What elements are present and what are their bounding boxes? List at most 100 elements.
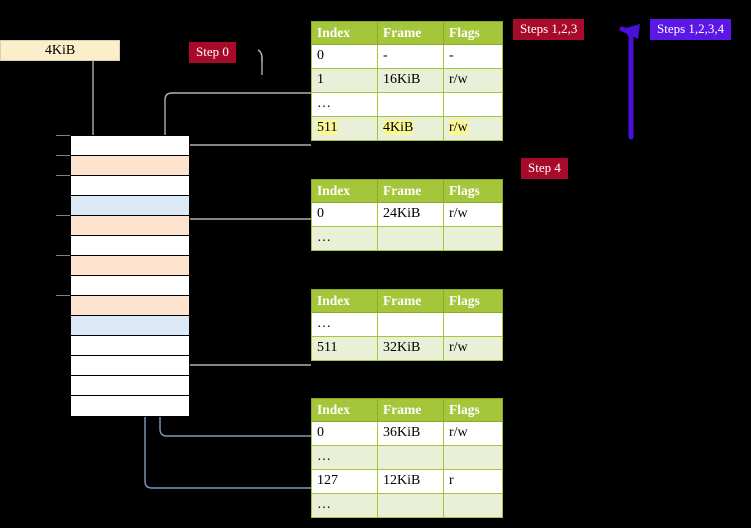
- table-cell-text: r/w: [449, 340, 468, 355]
- wire-l2-row511: [171, 308, 311, 366]
- badge-step-0-label: Step 0: [196, 44, 229, 59]
- memory-row: [71, 176, 189, 196]
- table-header-flags: Flags: [443, 289, 503, 313]
- table-cell-text: 4KiB: [383, 120, 414, 135]
- table-cell: 36KiB: [377, 421, 444, 446]
- memory-row: [71, 136, 189, 156]
- table-header-frame: Frame: [377, 21, 444, 45]
- table-cell: 0: [311, 44, 378, 69]
- table-cell-text: 16KiB: [383, 72, 421, 87]
- badge-step-0[interactable]: Step 0: [189, 42, 236, 63]
- table-cell: 511: [311, 116, 378, 141]
- table-cell: r/w: [443, 336, 503, 361]
- table-cell: r: [443, 469, 503, 494]
- memory-row: [71, 256, 189, 276]
- badge-step-4[interactable]: Step 4: [521, 158, 568, 179]
- table-cell: r/w: [443, 421, 503, 446]
- table-cell: r/w: [443, 68, 503, 93]
- table-cell: …: [311, 445, 378, 470]
- table-cell: 1: [311, 68, 378, 93]
- table-cell: 511: [311, 336, 378, 361]
- table-cell: 127: [311, 469, 378, 494]
- badge-steps-1234-label: Steps 1,2,3,4: [657, 21, 725, 36]
- table-cell: 0: [311, 421, 378, 446]
- table-row: …: [311, 92, 503, 117]
- table-cell: …: [311, 493, 378, 518]
- wire-4kib-to-memory: [257, 49, 263, 75]
- table-cell-text: 0: [317, 48, 324, 63]
- memory-row: [71, 336, 189, 356]
- table-cell: …: [311, 226, 378, 251]
- table-header-index: Index: [311, 398, 378, 422]
- table-cell-text: …: [317, 497, 331, 512]
- size-label-text: 4KiB: [44, 43, 76, 58]
- memory-tick: [56, 175, 70, 176]
- table-cell-text: …: [317, 316, 331, 331]
- memory-row: [71, 396, 189, 416]
- table-cell-text: …: [317, 449, 331, 464]
- table-cell-text: 24KiB: [383, 206, 421, 221]
- table-row: 127 12KiB r: [311, 469, 503, 494]
- memory-tick: [56, 215, 70, 216]
- table-cell: [443, 493, 503, 518]
- table-cell-text: r/w: [449, 72, 468, 87]
- table-cell: r/w: [443, 116, 503, 141]
- table-header-index: Index: [311, 179, 378, 203]
- table-cell-text: 1: [317, 72, 324, 87]
- table-cell: [377, 226, 444, 251]
- table-header-flags: Flags: [443, 21, 503, 45]
- memory-row: [71, 216, 189, 236]
- table-cell: [443, 92, 503, 117]
- badge-steps-123[interactable]: Steps 1,2,3: [513, 19, 585, 40]
- table-cell-text: r/w: [449, 425, 468, 440]
- table-cell-text: 0: [317, 425, 324, 440]
- table-cell-text: 511: [317, 340, 338, 355]
- table-cell: [377, 445, 444, 470]
- table-cell: 4KiB: [377, 116, 444, 141]
- table-cell: …: [311, 92, 378, 117]
- table-cell: 24KiB: [377, 202, 444, 227]
- table-header-flags: Flags: [443, 179, 503, 203]
- badge-steps-1234[interactable]: Steps 1,2,3,4: [650, 19, 732, 40]
- table-header-flags: Flags: [443, 398, 503, 422]
- table-cell-text: 511: [317, 120, 338, 135]
- memory-row: [71, 156, 189, 176]
- table-row: 0 - -: [311, 44, 503, 69]
- table-cell: …: [311, 312, 378, 337]
- badge-steps-123-label: Steps 1,2,3: [520, 21, 578, 36]
- memory-tick: [56, 255, 70, 256]
- table-cell-text: r: [449, 473, 454, 488]
- memory-row: [71, 356, 189, 376]
- table-cell-text: 36KiB: [383, 425, 421, 440]
- table-row: …: [311, 226, 503, 251]
- table-cell: 16KiB: [377, 68, 444, 93]
- badge-step-4-label: Step 4: [528, 160, 561, 175]
- table-cell-text: 12KiB: [383, 473, 421, 488]
- table-cell-text: r/w: [449, 120, 468, 135]
- memory-tick: [56, 135, 70, 136]
- table-row: 1 16KiB r/w: [311, 68, 503, 93]
- arrow-steps-1234: [619, 24, 640, 140]
- table-cell: -: [443, 44, 503, 69]
- table-header-frame: Frame: [377, 289, 444, 313]
- memory-tick: [56, 155, 70, 156]
- table-header-frame: Frame: [377, 179, 444, 203]
- table-cell: [377, 312, 444, 337]
- table-cell-text: -: [383, 48, 388, 63]
- table-cell-text: 127: [317, 473, 338, 488]
- table-cell: -: [377, 44, 444, 69]
- memory-column: [70, 135, 190, 417]
- table-cell: 12KiB: [377, 469, 444, 494]
- memory-row: [71, 316, 189, 336]
- memory-tick: [56, 295, 70, 296]
- table-cell: 0: [311, 202, 378, 227]
- table-cell: [377, 493, 444, 518]
- table-row: …: [311, 312, 503, 337]
